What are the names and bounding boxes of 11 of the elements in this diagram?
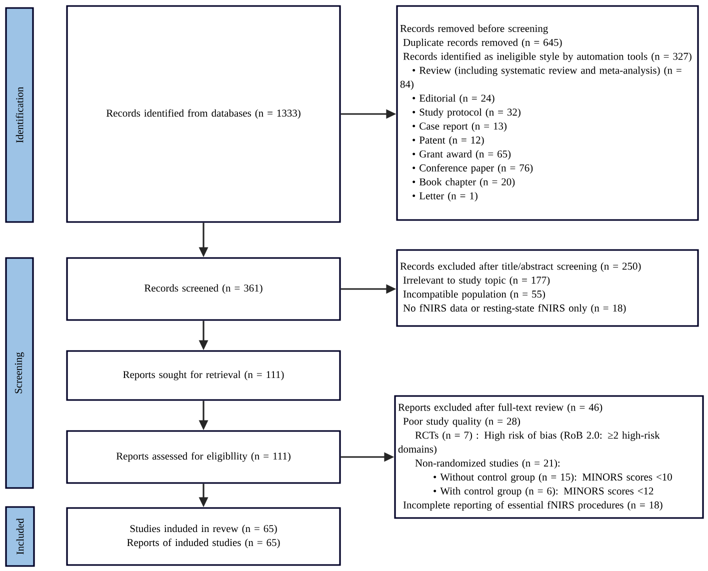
process-box: Reports assessed for eligibllity (n = 111)	[66, 430, 341, 484]
process-box: Reports sought for retrieval (n = 111)	[66, 350, 341, 401]
phase-bar: Screening	[5, 257, 34, 489]
exclusion-box: Records excluded after title/abstract screening (n = 250) Irrelevant to study topic (n = 177) Incompatible population (n = 55) No fNIRS data or resting-state fNIRS only (n = 18)	[396, 249, 699, 327]
process-box: Studies induded in revew (n = 65) Reports of induded studies (n = 65)	[66, 507, 341, 566]
process-box: Records screened (n = 361)	[66, 257, 341, 321]
exclusion-box: Reports excluded after full-text review (n = 46) Poor study quality (n = 28) RCTs (n = 7) : High risk of bias (RoB 2.0: ≥2 high-risk domains) Non-randomized studies (n = 21): • Without control group (n = 15): MINORS scores <10 • With control group (n = 6): MINORS scores <12 Incomplete reporting of essential fNIRS procedures (n = 18)	[394, 395, 704, 519]
exclusion-box: Records removed before screening Duplicate records removed (n = 645) Records identified as ineligible style by automation tools (n = 327) • Review (including systematic review and meta-analysis) (n = 84) • Editorial (n = 24) • Study protocol (n = 32) • Case report (n = 13) • Patent (n = 12) • Grant award (n = 65) • Conference paper (n = 76) • Book chapter (n = 20) • Letter (n = 1)	[396, 5, 699, 221]
phase-bar: Identification	[5, 7, 34, 223]
phase-bar: Included	[5, 506, 35, 567]
process-box: Records identified from databases (n = 1333)	[66, 5, 341, 223]
